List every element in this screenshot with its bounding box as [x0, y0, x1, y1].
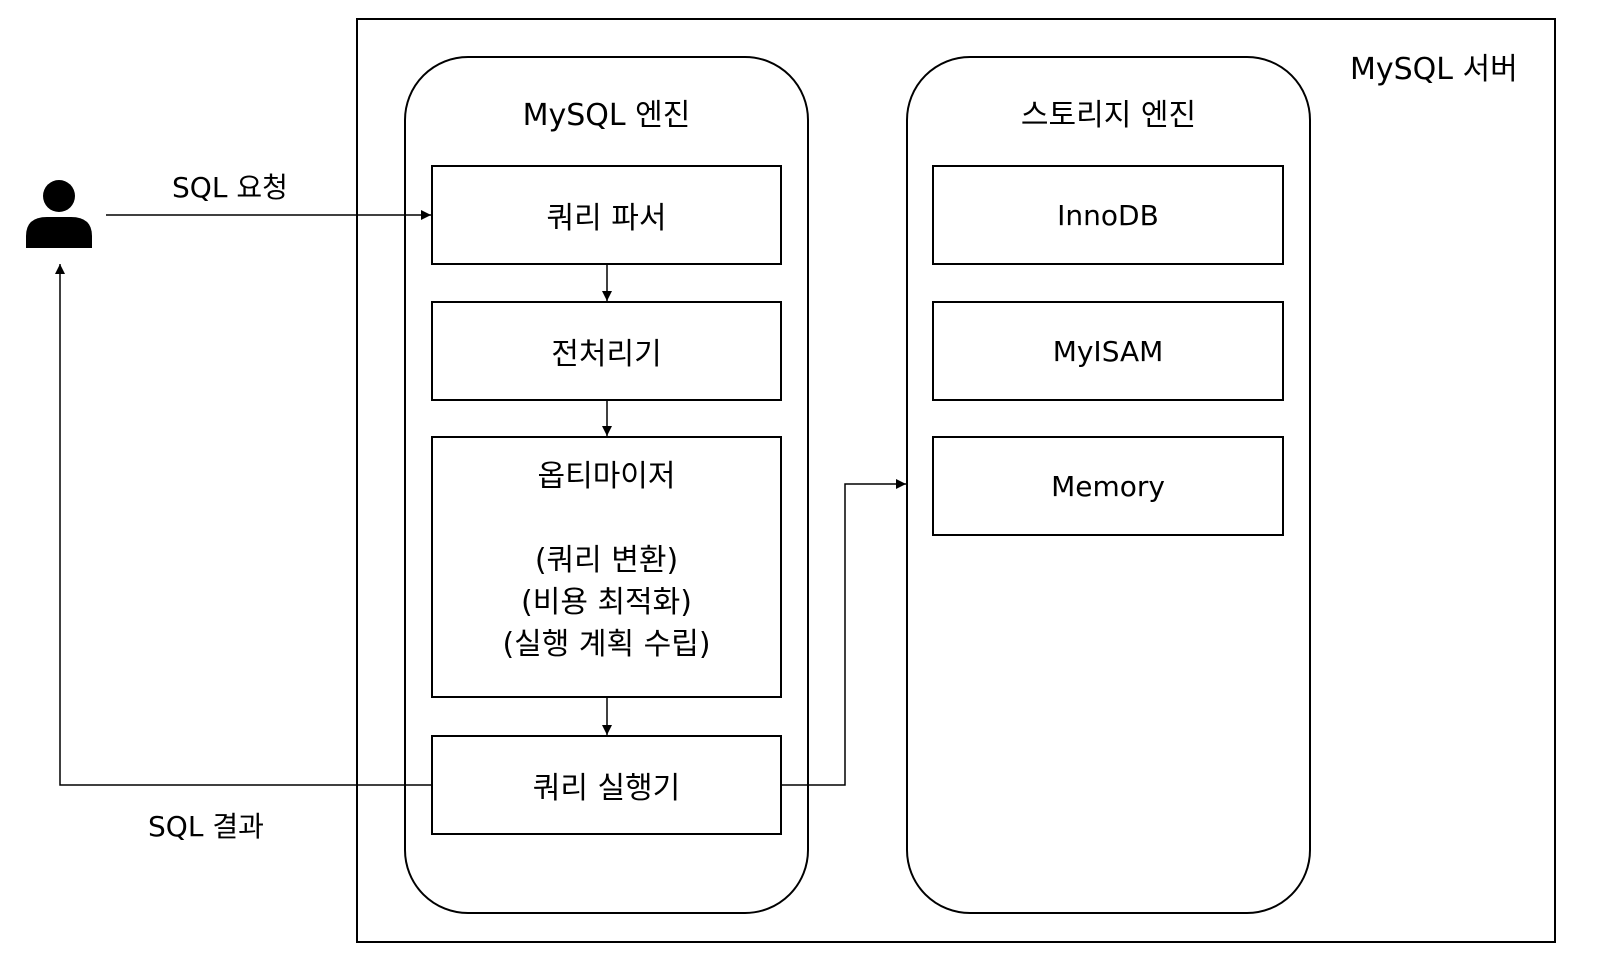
- preprocessor-box: 전처리기: [431, 301, 782, 401]
- storage-engine-title: 스토리지 엔진: [1020, 98, 1197, 133]
- storage-engine-innodb: InnoDB: [932, 165, 1284, 265]
- optimizer-box: 옵티마이저 (쿼리 변환) (비용 최적화) (실행 계획 수립): [431, 436, 782, 698]
- query-executor-box: 쿼리 실행기: [431, 735, 782, 835]
- sql-request-label: SQL 요청: [172, 171, 288, 204]
- optimizer-title: 옵티마이저: [537, 459, 676, 494]
- executor-to-storage-arrow: [782, 479, 906, 786]
- mysql-engine-title: MySQL 엔진: [522, 98, 691, 133]
- query-parser-box: 쿼리 파서: [431, 165, 782, 265]
- storage-engine-myisam: MyISAM: [932, 301, 1284, 401]
- optimizer-line-cost-optimization: (비용 최적화): [521, 585, 692, 620]
- optimizer-line-query-transform: (쿼리 변환): [534, 543, 679, 578]
- sql-result-label: SQL 결과: [148, 810, 264, 843]
- optimizer-line-execution-plan: (실행 계획 수립): [502, 627, 711, 662]
- server-title: MySQL 서버: [1350, 52, 1518, 87]
- storage-engine-memory: Memory: [932, 436, 1284, 536]
- result-arrow: [55, 264, 432, 786]
